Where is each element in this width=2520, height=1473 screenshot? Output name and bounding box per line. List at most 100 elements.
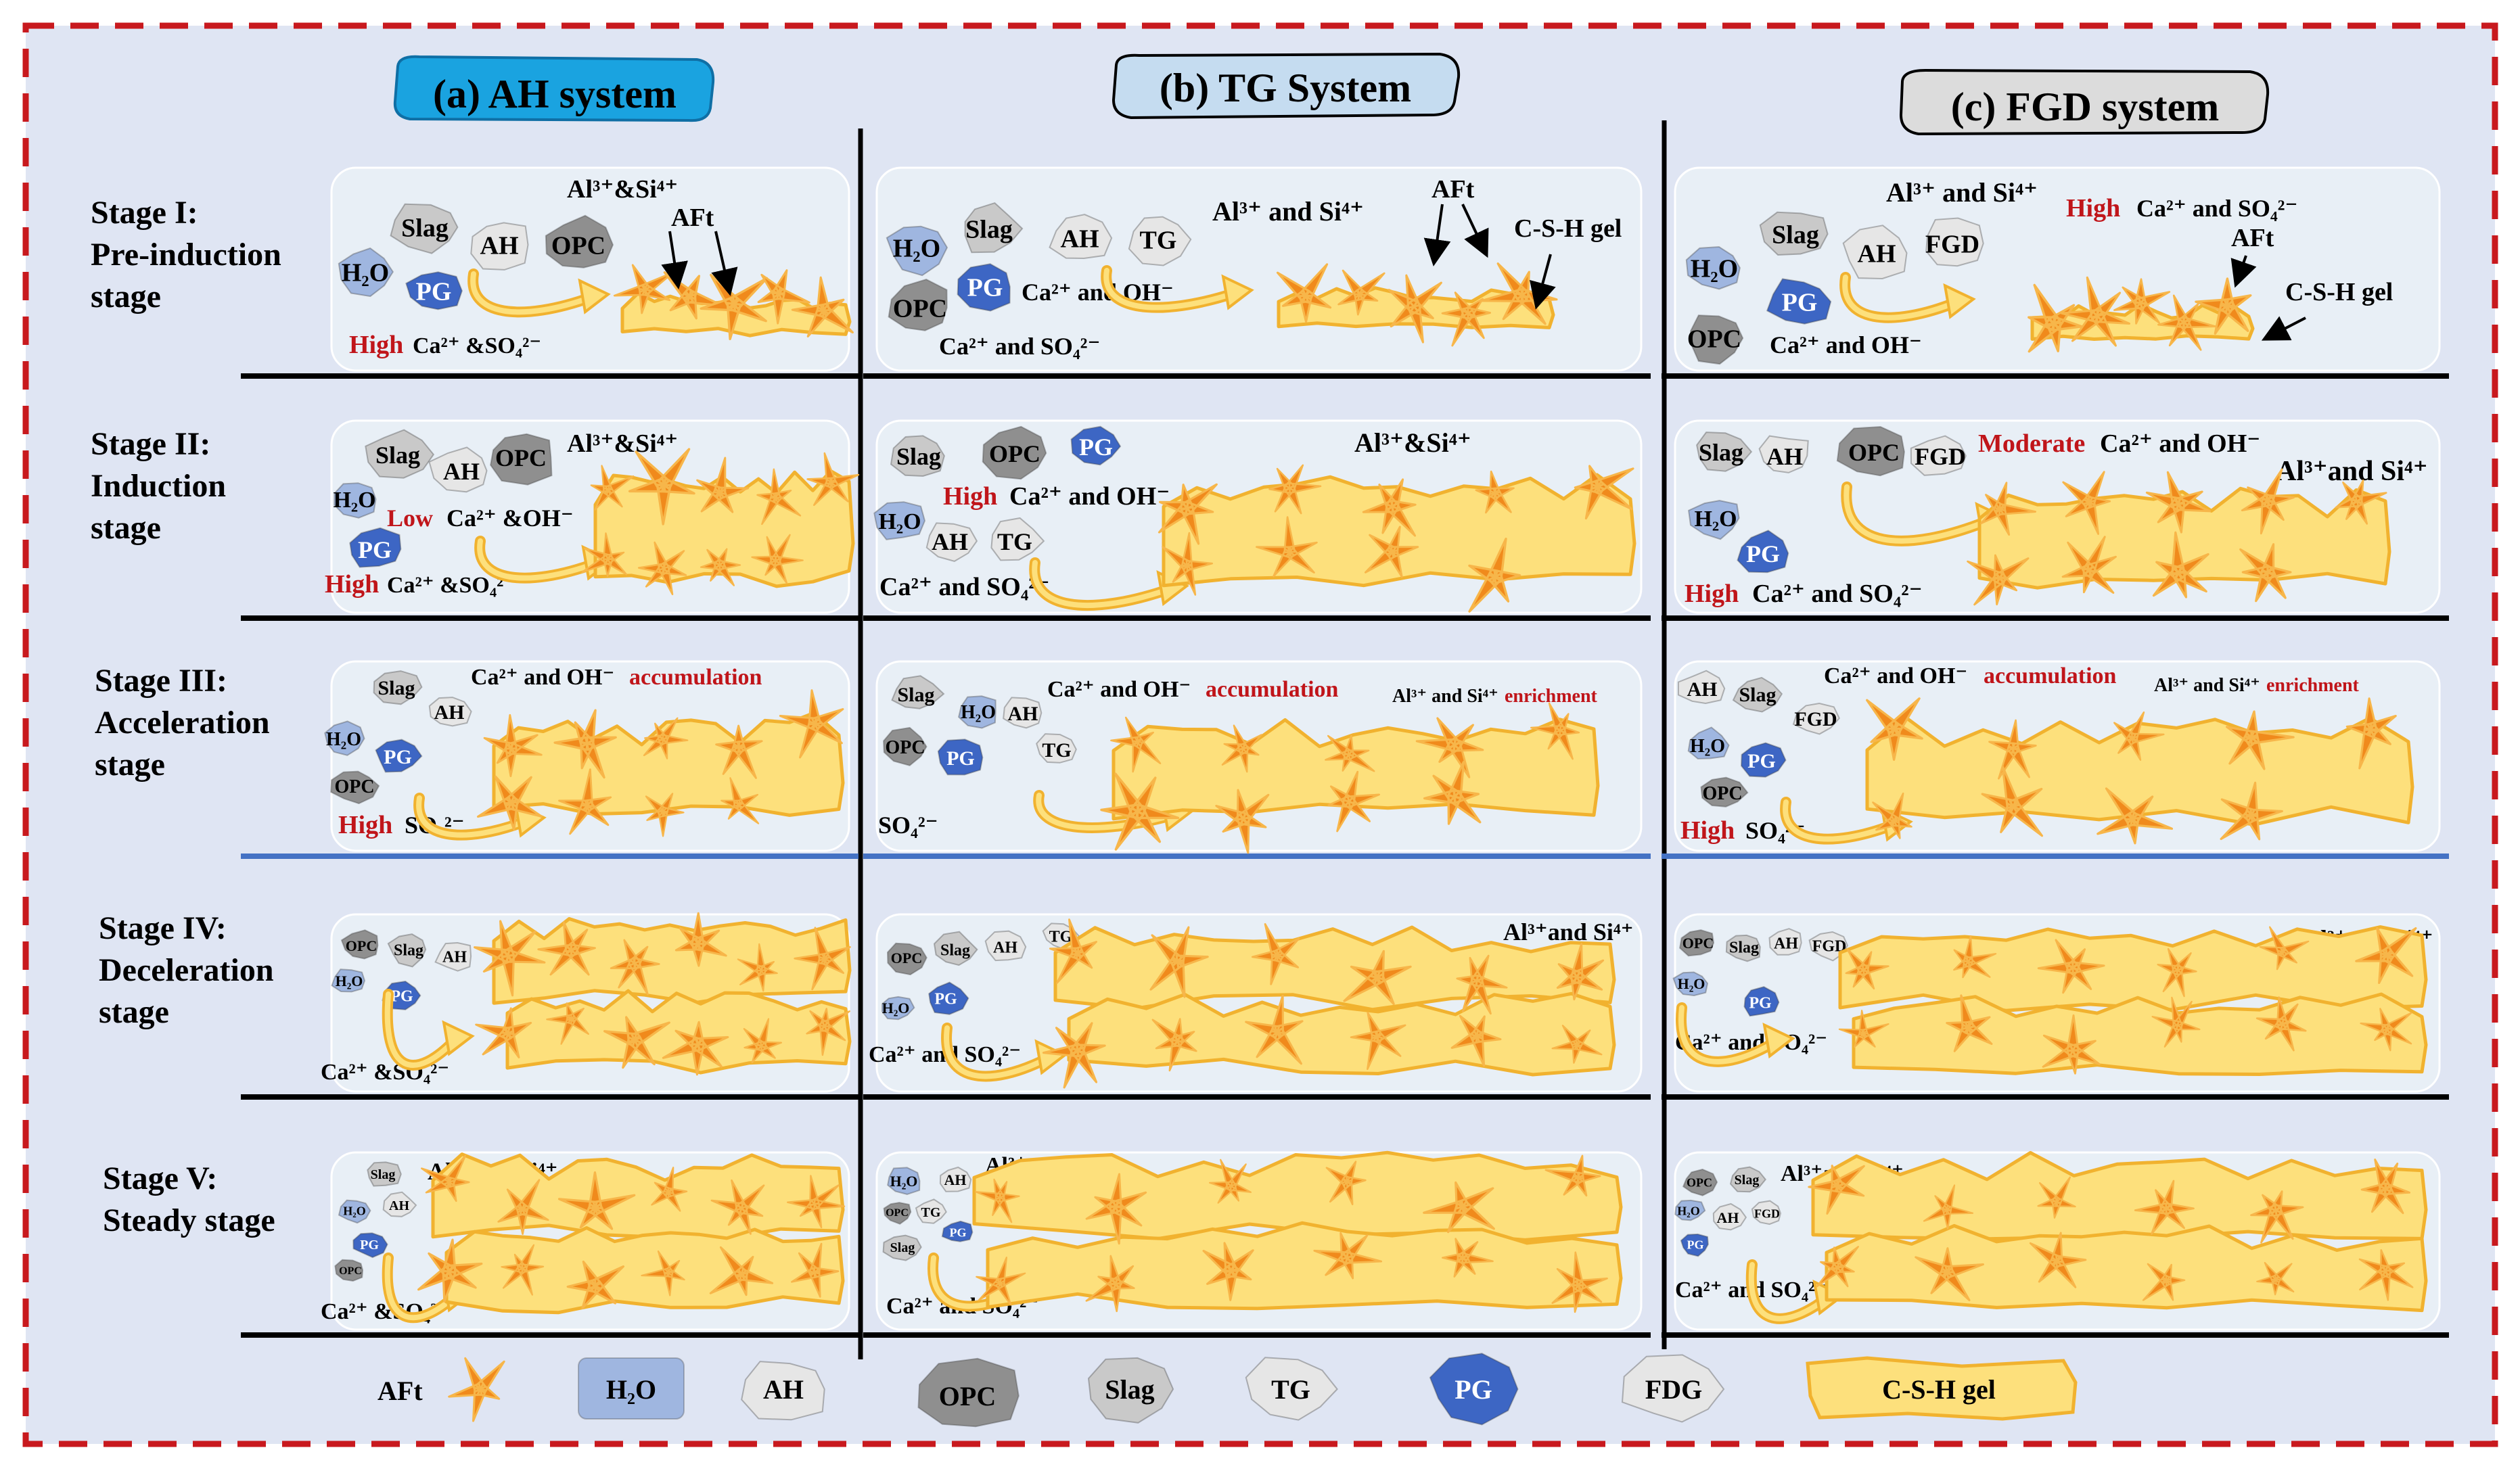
particle-opc-label: OPC <box>1848 439 1900 466</box>
particle-pg <box>1740 742 1787 778</box>
particle-slag-label: Slag <box>377 677 415 699</box>
aft-crystal <box>1923 1184 1974 1230</box>
stage-1-desc-2: stage <box>91 279 161 314</box>
aft-crystal <box>1450 1014 1502 1067</box>
ions-ca-oh-a2: Ca²⁺ &OH⁻ <box>446 505 574 532</box>
aft-crystal <box>2360 1159 2411 1215</box>
ions-ca-oh-b1: Ca²⁺ and OH⁻ <box>1022 279 1174 306</box>
label-high-a1: High <box>349 331 403 359</box>
particle-tg <box>1036 733 1077 764</box>
particle-ah-label: AH <box>1858 240 1896 268</box>
aft-crystal <box>751 534 804 584</box>
particle-opc-label: OPC <box>886 1207 909 1219</box>
particle-pg <box>928 981 969 1015</box>
particle-pg <box>1680 1233 1709 1257</box>
legend-csh-icon <box>1806 1356 2078 1421</box>
particle-opc <box>883 1202 912 1225</box>
particle-h2o-label: H₂O <box>878 509 921 534</box>
particle-opc <box>1682 1168 1718 1196</box>
aft-crystal <box>743 1018 783 1064</box>
ions-al-si-a1: Al³⁺&Si⁴⁺ <box>567 175 678 204</box>
particle-slag-label: Slag <box>890 1240 915 1255</box>
aft-crystal <box>1149 926 1209 998</box>
aft-crystal <box>628 448 695 525</box>
particle-h2o-label: H₂O <box>343 1204 365 1217</box>
legend-water-label: H₂O <box>606 1374 656 1405</box>
particle-slag <box>1725 934 1761 962</box>
aft-crystal <box>1866 697 1923 762</box>
aft-crystal <box>610 939 660 996</box>
aft-crystal <box>1350 1012 1406 1071</box>
particle-ah-label: AH <box>480 232 519 260</box>
particle-pg-label: PG <box>967 274 1003 302</box>
particle-pg <box>1737 530 1789 574</box>
aft-crystal <box>806 1008 850 1056</box>
particle-ah <box>470 222 529 271</box>
aft-crystal <box>786 1175 846 1229</box>
legend-opc-label: OPC <box>939 1381 996 1411</box>
system-title-c-pill <box>1899 68 2270 136</box>
aft-crystal <box>700 273 769 341</box>
particle-pg-label: PG <box>1747 750 1776 772</box>
aft-crystal <box>756 468 802 525</box>
aft-pointer-a1b <box>711 231 738 296</box>
aft-crystal <box>537 921 596 976</box>
aft-crystal <box>976 1257 1026 1306</box>
aft-crystal <box>1946 994 1993 1052</box>
aft-crystal <box>1442 1238 1494 1278</box>
aft-crystal <box>1215 789 1270 854</box>
particle-ah-label: AH <box>434 701 465 724</box>
particle-h2o <box>887 1167 921 1195</box>
particle-slag-label: Slag <box>394 942 423 960</box>
particle-h2o <box>338 247 394 298</box>
aft-crystal <box>1268 464 1322 515</box>
aft-crystal <box>710 1179 765 1235</box>
aft-crystal <box>2195 277 2252 335</box>
ions-al-si-c2: Al³⁺and Si⁴⁺ <box>2276 456 2428 487</box>
particle-slag-label: Slag <box>371 1167 396 1182</box>
label-high-a2: High <box>325 570 379 599</box>
aft-crystal <box>2097 787 2174 845</box>
stage-4-desc-2: stage <box>99 994 169 1030</box>
csh-gel-blob <box>431 1152 845 1241</box>
particle-ah <box>1003 697 1043 729</box>
legend-slag-icon <box>1087 1357 1174 1424</box>
particle-opc-label: OPC <box>893 295 947 323</box>
particle-ah <box>939 1166 972 1192</box>
particle-h2o <box>324 720 365 756</box>
particle-opc-label: OPC <box>1687 325 1741 354</box>
aft-crystal <box>2259 926 2310 971</box>
ions-al-si-a2: Al³⁺&Si⁴⁺ <box>567 429 678 458</box>
particle-h2o-label: H₂O <box>1678 975 1705 992</box>
particle-pg-label: PG <box>1746 540 1780 567</box>
legend-tg-icon <box>1245 1357 1338 1421</box>
stage-3-desc-2: stage <box>95 747 165 782</box>
particle-tg <box>990 517 1045 561</box>
aft-crystal <box>2145 471 2212 534</box>
label-csh-b1: C-S-H gel <box>1514 214 1622 243</box>
aft-crystal <box>2152 531 2209 599</box>
particle-slag-label: Slag <box>375 442 420 469</box>
aft-pointer-b1b <box>1461 204 1489 258</box>
csh-pointer-b1 <box>1530 254 1556 310</box>
particle-pg <box>352 1232 388 1259</box>
particle-opc <box>1836 425 1905 477</box>
particle-h2o <box>957 695 996 729</box>
particle-slag-label: Slag <box>401 214 449 243</box>
aft-crystal <box>1049 918 1098 984</box>
label-high-c1: High <box>2066 194 2120 223</box>
aft-crystal <box>709 1246 774 1296</box>
particle-pg-label: PG <box>1079 434 1113 461</box>
csh-pointer-c1 <box>2261 316 2306 341</box>
aft-crystal <box>1364 525 1419 578</box>
system-title-a-pill <box>393 55 715 122</box>
particle-ah <box>1842 225 1908 280</box>
aft-crystal <box>674 912 727 967</box>
aft-crystal <box>662 1021 729 1076</box>
label-csh-c1: C-S-H gel <box>2285 278 2393 306</box>
aft-crystal <box>1325 734 1375 772</box>
particle-h2o-label: H₂O <box>336 973 363 989</box>
particle-opc <box>545 214 614 268</box>
